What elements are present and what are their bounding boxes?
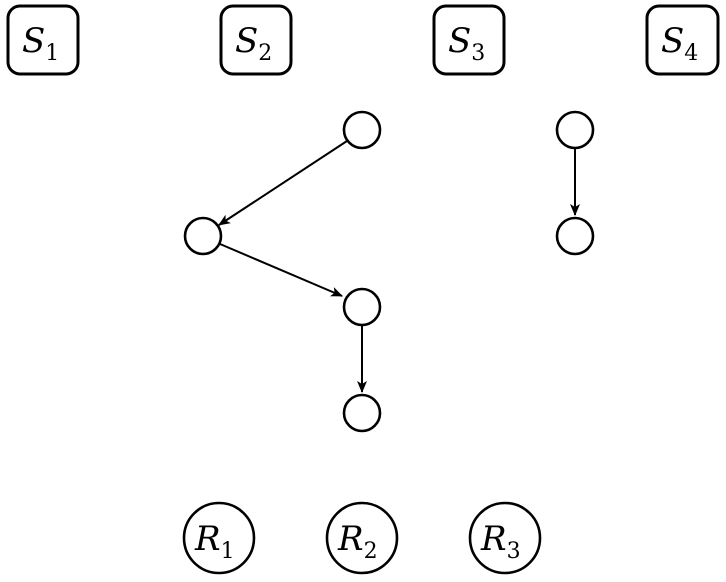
box-s4-letter: S: [661, 21, 684, 61]
edge-a-to-b: [218, 140, 348, 226]
svg-text:R3: R3: [480, 519, 521, 564]
node-d: [342, 393, 382, 433]
circle-r1-letter: R: [194, 519, 221, 559]
node-c: [342, 287, 382, 327]
box-s4: S4: [645, 4, 720, 76]
box-s1-letter: S: [22, 21, 45, 61]
node-a: [342, 110, 382, 150]
box-s2-index: 2: [258, 41, 272, 66]
svg-text:S2: S2: [235, 21, 272, 66]
svg-text:S1: S1: [22, 21, 59, 66]
circle-r1: R1: [182, 501, 256, 575]
box-s4-index: 4: [684, 41, 698, 66]
edge-b-to-c: [219, 243, 343, 297]
circle-r3: R3: [468, 501, 542, 575]
svg-text:S4: S4: [661, 21, 698, 66]
box-s3: S3: [432, 4, 506, 76]
box-s2: S2: [219, 4, 293, 76]
box-s1-index: 1: [45, 41, 59, 66]
svg-text:R2: R2: [337, 519, 378, 564]
svg-text:R1: R1: [194, 519, 235, 564]
circle-r2-letter: R: [337, 519, 364, 559]
box-s3-index: 3: [471, 41, 485, 66]
circle-r2: R2: [325, 501, 399, 575]
box-s1: S1: [6, 4, 80, 76]
circle-r3-letter: R: [480, 519, 507, 559]
box-s2-letter: S: [235, 21, 258, 61]
node-e: [555, 110, 595, 150]
svg-text:S3: S3: [448, 21, 485, 66]
node-b: [183, 216, 223, 256]
node-f: [555, 216, 595, 256]
box-s3-letter: S: [448, 21, 471, 61]
circle-r2-index: 2: [364, 539, 378, 564]
circle-r1-index: 1: [221, 539, 235, 564]
circle-r3-index: 3: [507, 539, 521, 564]
